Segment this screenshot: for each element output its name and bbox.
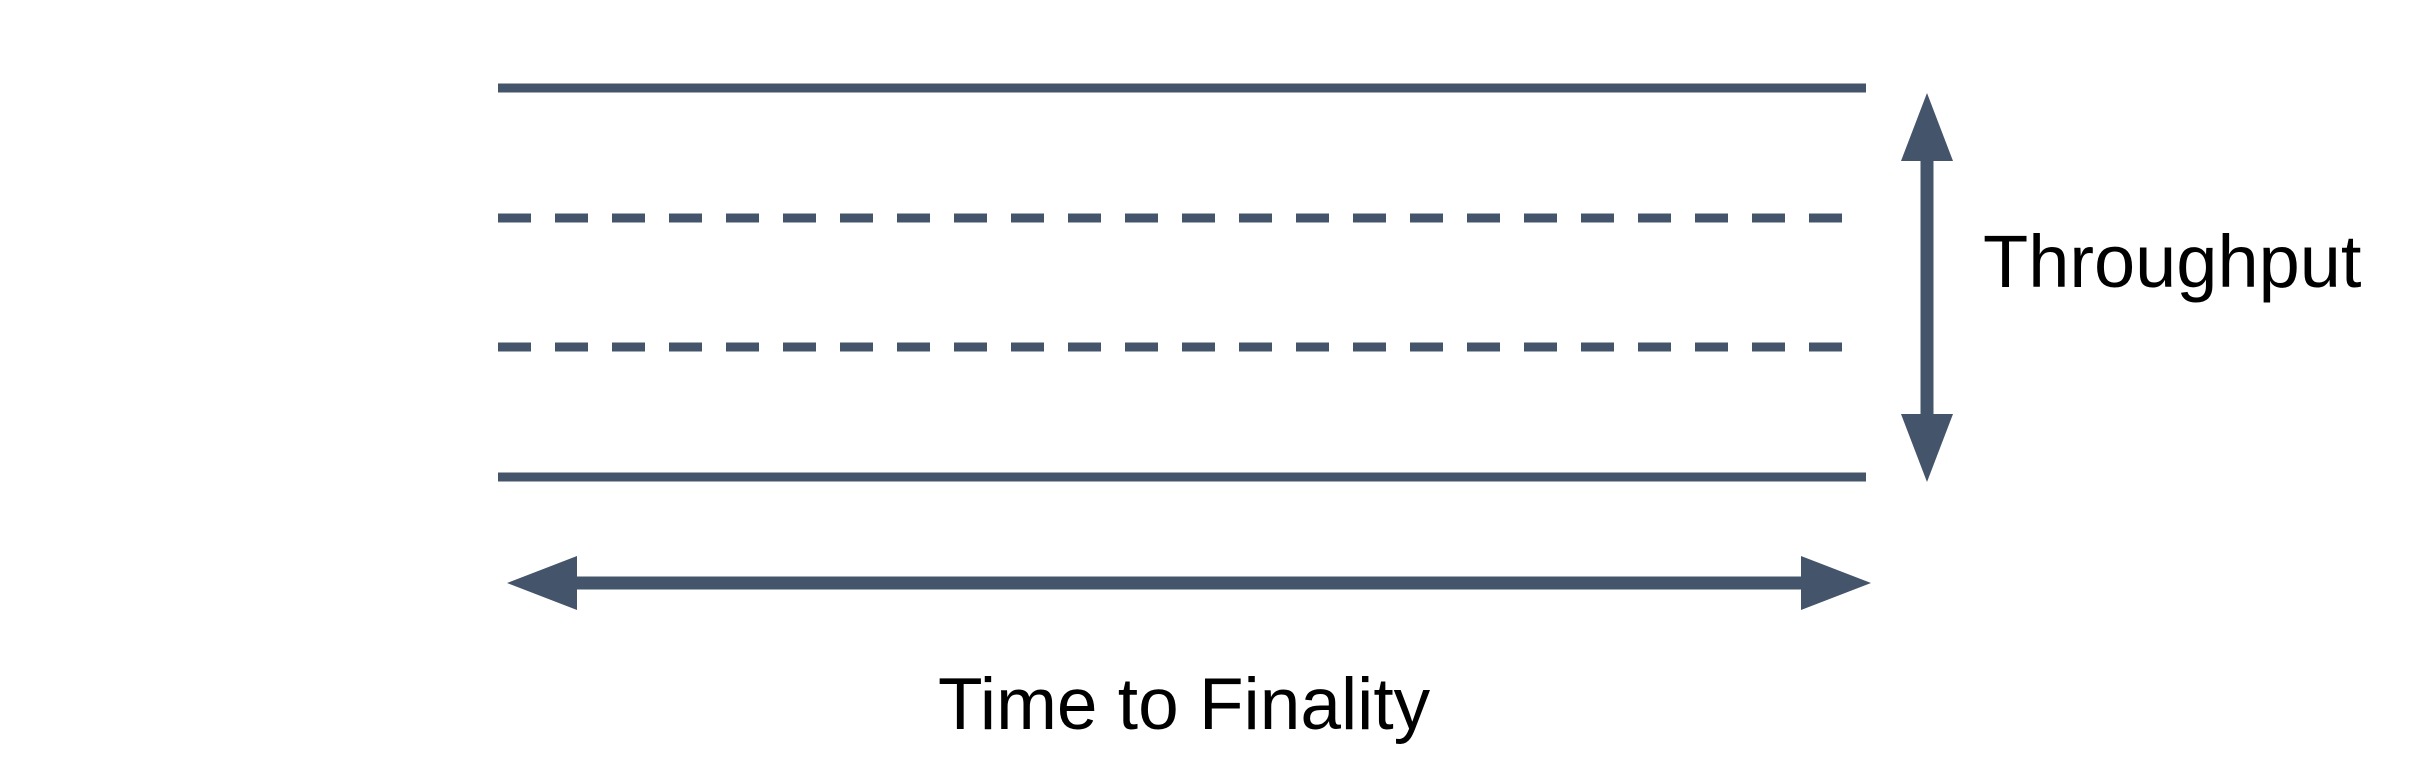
time-to-finality-arrow-head-left <box>507 556 577 610</box>
throughput-axis-label: Throughput <box>1983 220 2362 303</box>
time-to-finality-arrow-shaft <box>570 576 1808 590</box>
throughput-arrow <box>1901 93 1953 482</box>
time-to-finality-arrow-head-right <box>1801 556 1871 610</box>
time-to-finality-axis-label: Time to Finality <box>938 664 1431 745</box>
throughput-arrow-head-down <box>1901 414 1953 482</box>
throughput-arrow-shaft <box>1920 150 1934 425</box>
lane-lines-group <box>498 83 1866 482</box>
throughput-arrow-head-up <box>1901 93 1953 161</box>
time-to-finality-arrow <box>507 556 1871 610</box>
